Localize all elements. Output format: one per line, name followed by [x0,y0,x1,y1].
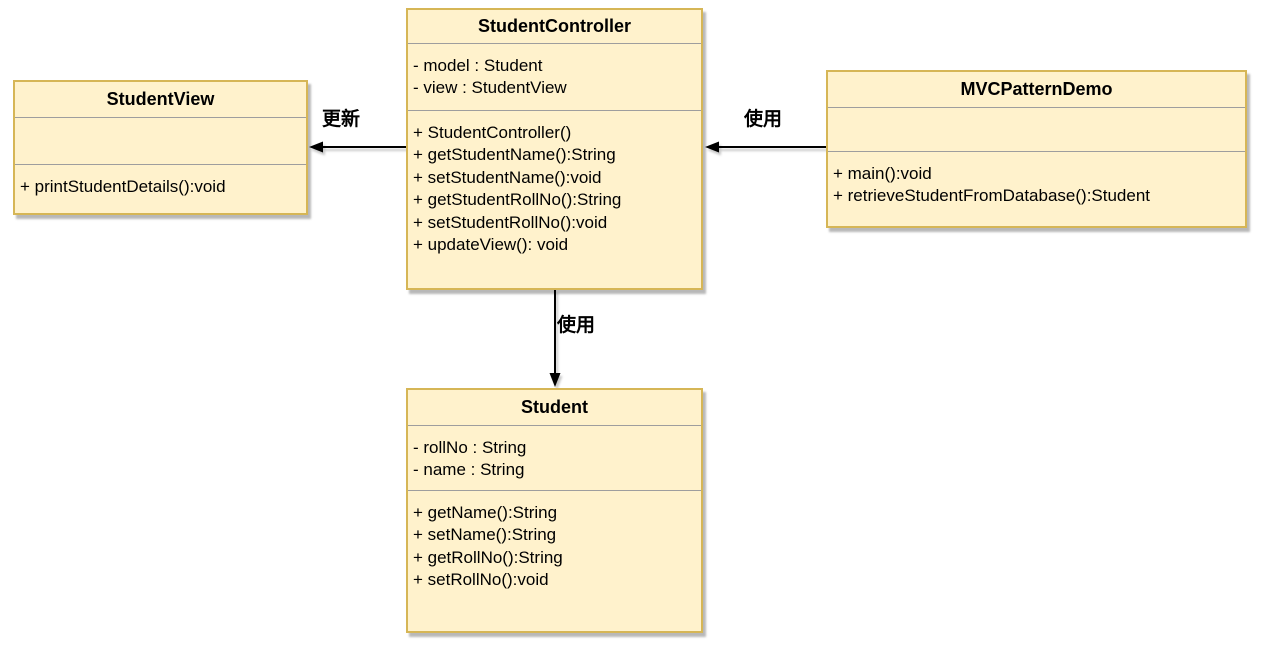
class-title: StudentController [478,16,631,36]
method: + printStudentDetails():void [20,177,226,196]
method: + setStudentName():void [413,167,602,187]
class-mvcpatterndemo: MVCPatternDemo + main():void + retrieveS… [826,70,1247,228]
edge-label-use-down: 使用 [557,315,596,336]
class-methods: + printStudentDetails():void [15,164,306,213]
class-title: MVCPatternDemo [960,79,1113,99]
method: + StudentController() [413,123,572,142]
class-methods: + StudentController() + getStudentName()… [408,110,701,288]
class-attributes: - rollNo : String - name : String [408,425,701,490]
arrowhead-left-icon [705,141,719,153]
class-attributes: - model : Student - view : StudentView [408,43,701,110]
method: + getName():String [413,503,558,522]
attribute: - name : String [413,460,525,480]
arrow-controller-to-student [549,290,561,387]
method: + getRollNo():String [413,547,563,567]
class-methods: + main():void + retrieveStudentFromDatab… [828,151,1245,226]
class-title: StudentView [106,89,215,109]
arrow-demo-to-controller [705,141,826,153]
class-methods: + getName():String + setName():String + … [408,490,701,631]
method: + retrieveStudentFromDatabase():Student [833,186,1151,206]
method: + setRollNo():void [413,570,549,590]
method: + setName():String [413,525,557,545]
method: + getStudentRollNo():String [413,190,622,210]
class-studentcontroller: StudentController - model : Student - vi… [406,8,703,290]
edge-label-use-right: 使用 [743,109,782,130]
class-student: Student - rollNo : String - name : Strin… [406,388,703,633]
arrowhead-down-icon [549,373,561,387]
attribute: - view : StudentView [413,78,567,98]
class-studentview: StudentView + printStudentDetails():void [13,80,308,215]
method: + updateView(): void [413,234,569,254]
class-title: Student [521,397,588,417]
method: + setStudentRollNo():void [413,212,608,232]
attribute: - rollNo : String [413,438,527,457]
arrow-controller-to-view [309,141,406,153]
method: + main():void [833,164,932,183]
arrowhead-left-icon [309,141,323,153]
class-attributes [15,117,306,164]
method: + getStudentName():String [413,145,616,165]
class-attributes [828,107,1245,151]
attribute: - model : Student [413,56,543,75]
edge-label-update: 更新 [321,109,360,130]
